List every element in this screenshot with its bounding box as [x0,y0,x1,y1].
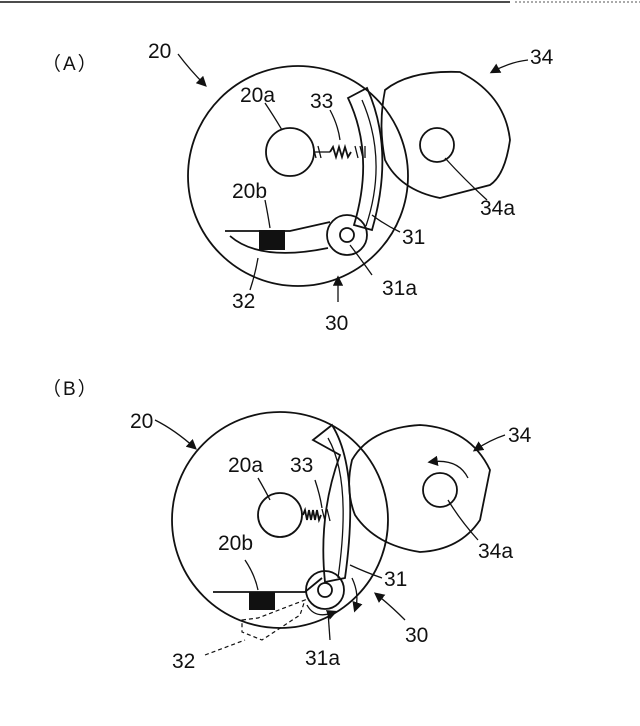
panel-b-label: （B） [42,378,99,400]
lever-31 [313,425,350,582]
label-gear-shaft: 34a [478,540,513,563]
drum-shaft-circle [258,493,302,537]
panel-a-label: （A） [42,53,99,75]
stopper-20b [259,230,285,250]
label-spring: 33 [290,454,313,477]
gear-shaft-34a [423,473,457,507]
pivot-outer [327,215,367,255]
label-gear: 34 [508,424,532,447]
label-mechanism: 30 [405,624,428,647]
label-gear-shaft: 34a [480,197,515,220]
label-pivot: 31a [382,277,417,300]
pivot-inner [318,583,332,597]
label-drum: 20 [148,40,171,63]
spring [313,146,365,158]
label-spring: 33 [310,90,333,113]
label-drum: 20 [130,410,153,433]
label-stopper: 20b [232,180,267,203]
lever-31-edge [362,100,376,226]
link-32 [225,222,330,231]
panel-b: （B） [42,378,532,673]
gear-34 [349,425,490,552]
stopper-20b [249,592,275,610]
label-drum-shaft: 20a [228,454,263,477]
lever-rotation-arrow [352,578,357,610]
label-link: 32 [232,290,255,313]
panel-a: （A） [42,40,554,335]
lever-31-edge [328,438,343,578]
pivot-rotation-arrow [307,605,335,615]
label-mechanism: 30 [325,312,348,335]
label-drum-shaft: 20a [240,84,275,107]
drum-shaft-circle [266,128,314,176]
drum-circle [172,412,388,628]
label-gear: 34 [530,46,554,69]
label-lever: 31 [384,568,407,591]
label-pivot: 31a [305,647,340,670]
label-link: 32 [172,650,195,673]
label-stopper: 20b [218,532,253,555]
label-lever: 31 [402,226,425,249]
pivot-inner [340,228,354,242]
gear-shaft-34a [420,128,454,162]
